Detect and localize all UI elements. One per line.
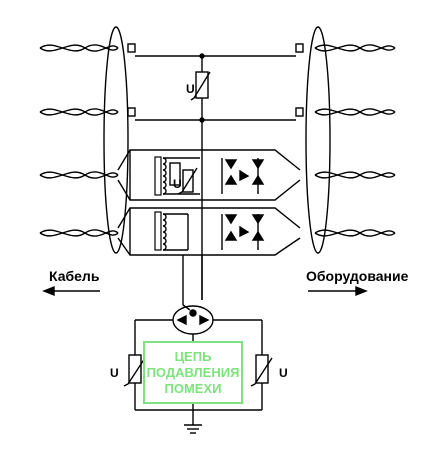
signal-lines-top [135, 53, 296, 123]
right-cable-shield [305, 26, 331, 254]
suppression-circuit [123, 255, 273, 434]
cable-label: Кабель [49, 268, 100, 284]
direction-arrows [42, 285, 368, 297]
varistor-label-pair3: U [173, 177, 182, 191]
connector-terminals [127, 43, 304, 117]
left-cable-shield [103, 26, 129, 254]
varistor-label-center: U [186, 82, 195, 96]
filter-label-line2: ПОДАВЛЕНИЯ [146, 364, 240, 380]
filter-label-line1: ЦЕПЬ [174, 348, 212, 364]
varistor-label-left: U [110, 366, 119, 380]
varistor-label-right: U [279, 366, 288, 380]
right-twisted-pairs [305, 26, 396, 254]
pair4-protection-block [117, 207, 301, 256]
filter-label-line3: ПОМЕХИ [164, 380, 222, 396]
pair3-protection-block [117, 149, 301, 201]
interference-suppression-circuit-box: ЦЕПЬ ПОДАВЛЕНИЯ ПОМЕХИ [143, 341, 243, 404]
left-twisted-pairs [39, 26, 129, 254]
equipment-label: Оборудование [306, 268, 409, 284]
